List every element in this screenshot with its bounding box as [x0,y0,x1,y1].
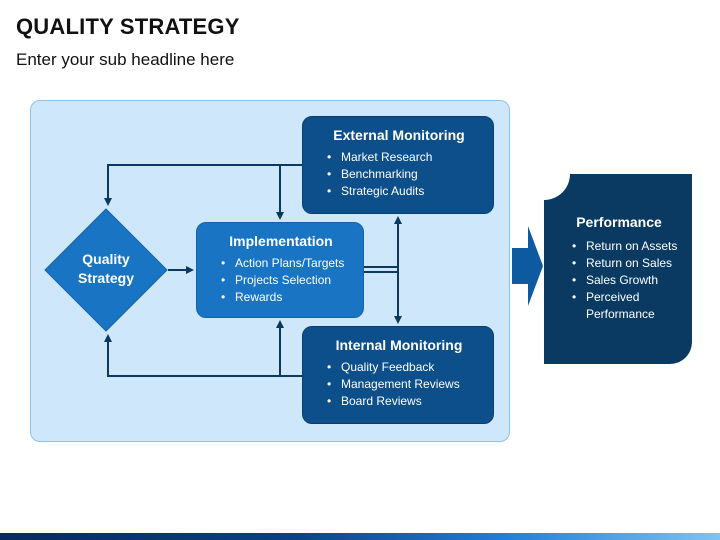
strategy-line-1: Quality [82,251,130,267]
list-item: Quality Feedback [327,359,481,376]
performance-list: Return on Assets Return on Sales Sales G… [572,238,684,323]
strategy-line-2: Strategy [77,270,135,286]
list-item: Board Reviews [327,393,481,410]
footer-gradient-bar [0,533,720,540]
list-item: Benchmarking [327,166,481,183]
list-item: Action Plans/Targets [221,255,351,272]
quality-strategy-label: Quality Strategy [44,250,168,288]
list-item: Strategic Audits [327,183,481,200]
list-item: Management Reviews [327,376,481,393]
quality-strategy-diamond [44,208,168,332]
page-title: QUALITY STRATEGY [16,14,240,39]
list-item: Projects Selection [221,272,351,289]
implementation-list: Action Plans/Targets Projects Selection … [221,255,351,306]
internal-monitoring-list: Quality Feedback Management Reviews Boar… [327,359,481,410]
performance-arrow [512,226,543,306]
internal-monitoring-title: Internal Monitoring [335,337,463,353]
list-item: Perceived Performance [572,289,684,323]
list-item: Rewards [221,289,351,306]
external-monitoring-list: Market Research Benchmarking Strategic A… [327,149,481,200]
page-subtitle: Enter your sub headline here [16,50,235,69]
external-monitoring-box: External Monitoring Market Research Benc… [302,116,494,214]
list-item: Sales Growth [572,272,684,289]
arrow-external-to-strategy [104,164,302,206]
implementation-title: Implementation [229,233,333,249]
implementation-box: Implementation Action Plans/Targets Proj… [196,222,364,318]
list-item: Return on Sales [572,255,684,272]
performance-title: Performance [576,214,662,230]
list-item: Market Research [327,149,481,166]
internal-monitoring-box: Internal Monitoring Quality Feedback Man… [302,326,494,424]
list-item: Return on Assets [572,238,684,255]
arrow-internal-to-strategy [104,334,302,377]
external-monitoring-title: External Monitoring [333,127,465,143]
performance-box: Performance Return on Assets Return on S… [544,174,692,364]
